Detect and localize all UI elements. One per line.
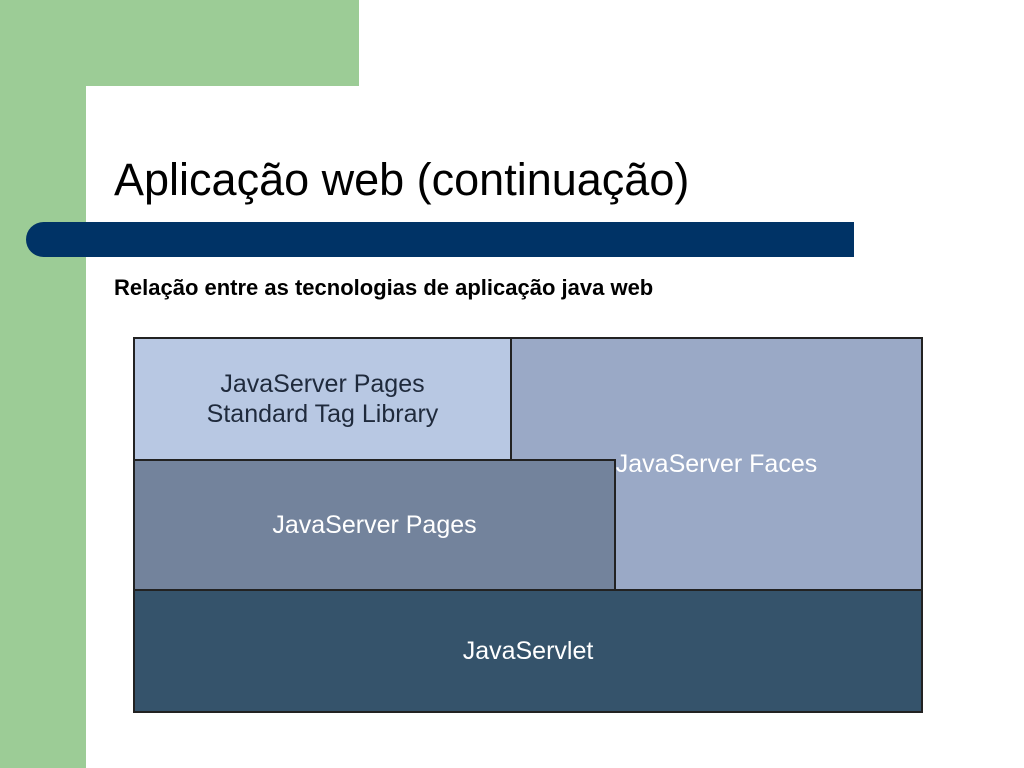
green-accent-left — [0, 0, 86, 768]
title-underline-bar — [26, 222, 854, 257]
layer-javaservlet: JavaServlet — [133, 589, 923, 713]
layer-jstl: JavaServer Pages Standard Tag Library — [133, 337, 512, 461]
layer-javaserver-pages: JavaServer Pages — [133, 459, 616, 591]
technology-stack-diagram: JavaServer Faces JavaServer Pages Standa… — [133, 337, 923, 713]
slide-subtitle: Relação entre as tecnologias de aplicaçã… — [114, 275, 654, 300]
green-accent-top — [0, 0, 359, 86]
slide-title: Aplicação web (continuação) — [114, 154, 690, 205]
